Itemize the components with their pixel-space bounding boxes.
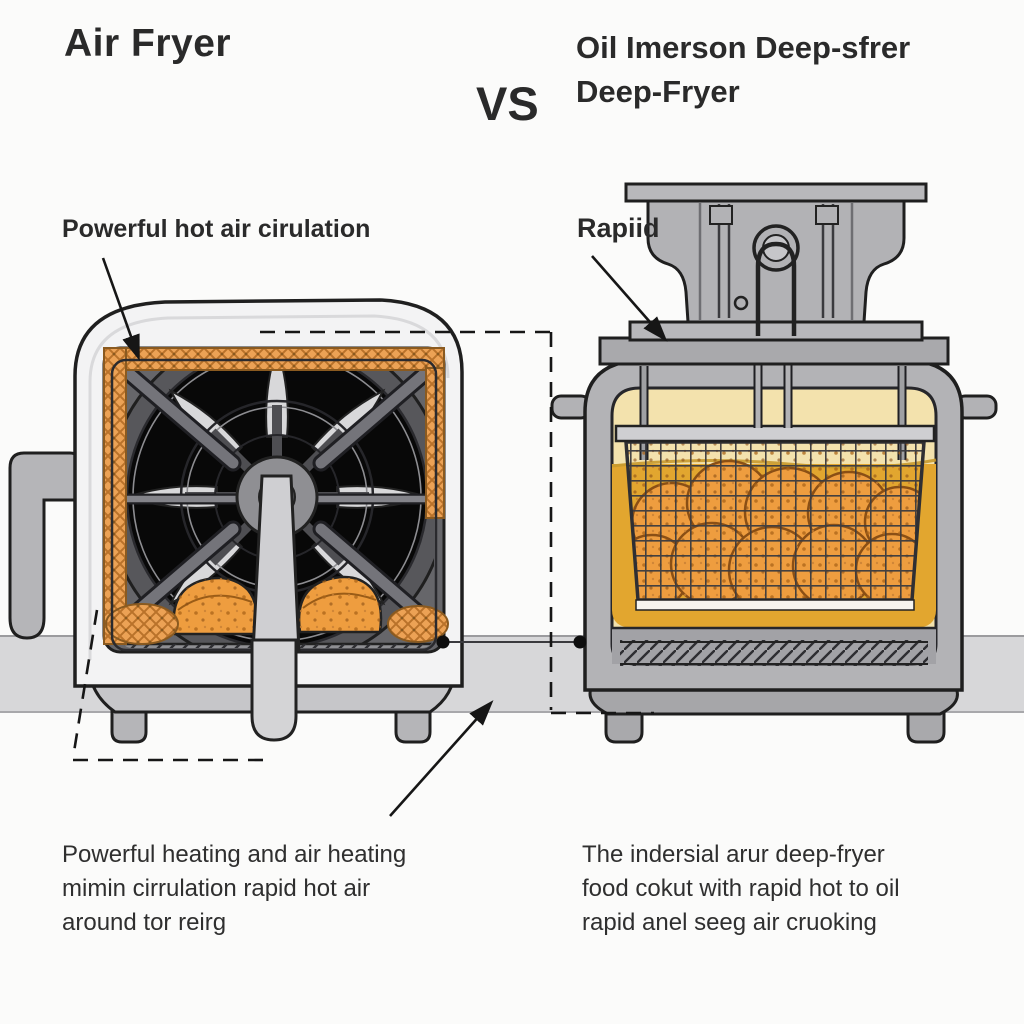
- deep-fryer-caption-line3: rapid anel seeg air cruoking: [582, 909, 877, 936]
- deep-fryer-title-line1: Oil Imerson Deep-sfrer: [576, 30, 911, 65]
- vs-label: VS: [476, 77, 539, 130]
- deep-fryer-title-line2: Deep-Fryer: [576, 74, 740, 109]
- basket-handle: [250, 474, 301, 742]
- arrow-icon: [101, 257, 140, 361]
- deep-fryer-title: Oil Imerson Deep-sfrer Deep-Fryer: [576, 26, 910, 114]
- connector-line: [436, 635, 587, 649]
- air-fryer-side-handle: [8, 451, 82, 640]
- arrow-icon: [591, 255, 668, 342]
- air-fryer-caption-line1: Powerful heating and air heating: [62, 841, 407, 868]
- callout-arrows: [101, 255, 668, 817]
- deep-fryer-caption-line1: The indersial arur deep-fryer: [582, 841, 885, 868]
- deep-fryer-base: [588, 684, 959, 716]
- rapid-callout-label: Rapiid: [577, 213, 660, 243]
- air-fryer-title: Air Fryer: [64, 22, 232, 65]
- dashed-annotation-lines: [71, 330, 654, 762]
- arrow-icon: [389, 700, 494, 817]
- air-fryer-illustration: [8, 298, 464, 744]
- air-fryer-caption-line2: mimin cirrulation rapid hot air: [62, 875, 371, 902]
- fryer-head-assembly: [598, 182, 950, 366]
- hot-air-callout-label: Powerful hot air cirulation: [62, 215, 371, 243]
- deep-fryer-feet: [604, 710, 946, 744]
- deep-fryer-caption-line2: food cokut with rapid hot to oil: [582, 875, 900, 902]
- air-fryer-caption-line3: around tor reirg: [62, 909, 227, 936]
- air-fryer-caption: Powerful heating and air heating mimin c…: [62, 838, 406, 940]
- deep-fryer-illustration: [550, 182, 998, 744]
- deep-fryer-caption: The indersial arur deep-fryer food cokut…: [582, 838, 900, 940]
- air-fryer-feet: [110, 708, 432, 744]
- crumb-border: [103, 347, 449, 645]
- lift-handle-loop: [755, 241, 797, 336]
- air-fryer-food: [172, 575, 383, 636]
- deep-fryer-grate: [620, 640, 928, 666]
- fry-basket-icon: [614, 424, 936, 611]
